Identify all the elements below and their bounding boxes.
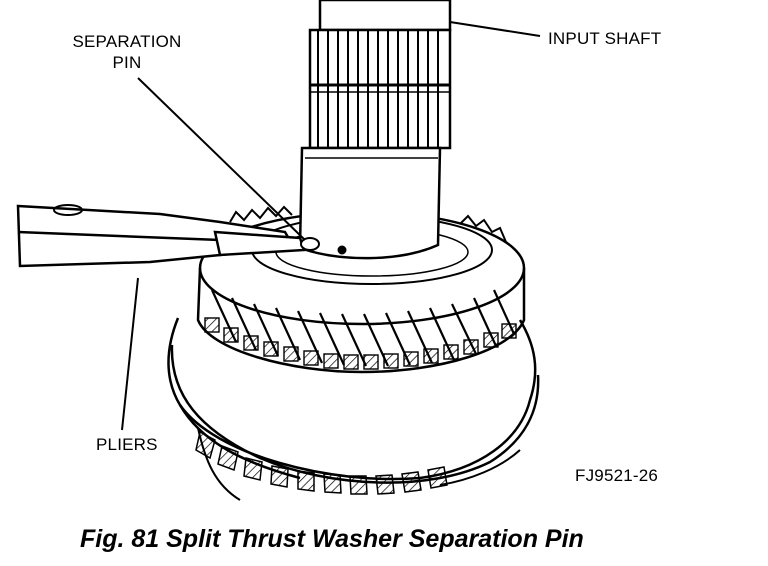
figure-code: FJ9521-26 xyxy=(575,466,658,485)
synchro-teeth-row xyxy=(204,317,517,370)
lower-teeth-ring xyxy=(195,430,448,495)
separation-pin xyxy=(300,237,347,255)
input-shaft xyxy=(298,0,452,260)
pliers-label: PLIERS xyxy=(96,435,158,454)
separation-pin-label: SEPARATION xyxy=(72,32,181,51)
pliers xyxy=(16,204,306,268)
figure-caption: Fig. 81 Split Thrust Washer Separation P… xyxy=(80,525,584,553)
leader-lines xyxy=(121,21,541,431)
input-shaft-label: INPUT SHAFT xyxy=(548,29,661,48)
separation-pin-label-line2: PIN xyxy=(113,53,142,72)
